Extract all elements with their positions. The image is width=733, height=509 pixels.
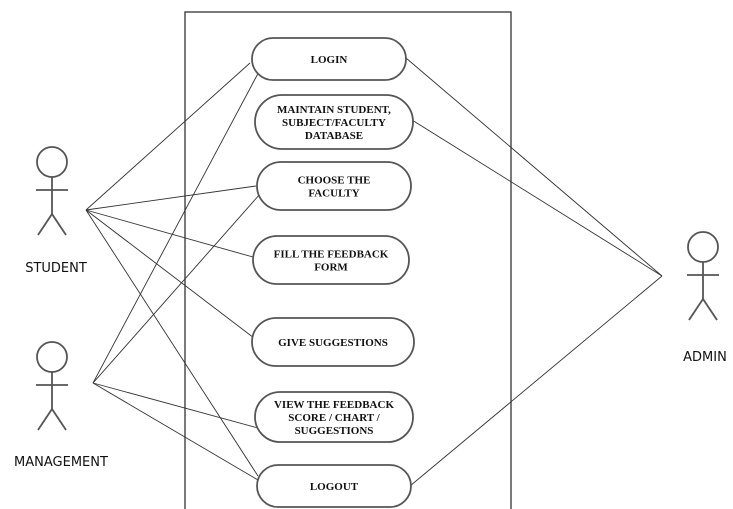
actor-right-leg-icon: [702, 298, 718, 321]
use-case-label: DATABASE: [305, 130, 363, 142]
use-case-oval: [256, 464, 412, 508]
association-line-management-view: [92, 382, 259, 429]
actor-head-icon: [687, 231, 719, 263]
use-case-oval: [254, 391, 414, 443]
associations: [85, 57, 663, 487]
association-line-admin-logout: [409, 275, 663, 487]
use-case-label: SUBJECT/FACULTY: [282, 117, 386, 129]
use-case-oval: [251, 37, 407, 81]
use-case-label: FACULTY: [308, 188, 359, 200]
actor-right-leg-icon: [51, 408, 67, 431]
actor-left-leg-icon: [37, 213, 53, 236]
actor-label: ADMIN: [683, 350, 727, 365]
association-line-admin-login: [405, 57, 663, 277]
use-case-label: FILL THE FEEDBACK: [274, 249, 389, 261]
association-line-management-logout: [92, 382, 259, 481]
actor-label: MANAGEMENT: [14, 455, 108, 470]
use-case-oval: [251, 317, 415, 367]
actors: STUDENT MANAGEMENT ADMIN: [14, 146, 727, 470]
association-line-student-fill: [85, 209, 261, 260]
actor-head-icon: [36, 146, 68, 178]
actor-head-icon: [36, 341, 68, 373]
use-case-suggest: GIVE SUGGESTIONS: [251, 317, 415, 367]
use-case-label: SUGGESTIONS: [295, 425, 374, 437]
association-line-admin-maintain: [411, 119, 663, 277]
association-line-management-choose: [92, 193, 261, 384]
actor-management: MANAGEMENT: [14, 341, 108, 470]
use-case-oval: [256, 161, 412, 211]
use-cases: LOGIN MAINTAIN STUDENT,SUBJECT/FACULTYDAT…: [251, 37, 415, 508]
use-case-logout: LOGOUT: [256, 464, 412, 508]
use-case-oval: [254, 94, 414, 150]
use-case-login: LOGIN: [251, 37, 407, 81]
use-case-label: GIVE SUGGESTIONS: [278, 337, 388, 349]
association-line-student-suggest: [85, 209, 255, 339]
use-case-label: VIEW THE FEEDBACK: [274, 399, 394, 411]
use-case-label: LOGOUT: [310, 481, 359, 493]
actor-student: STUDENT: [25, 146, 87, 276]
actor-left-leg-icon: [688, 298, 704, 321]
use-case-oval: [252, 235, 410, 285]
use-case-label: CHOOSE THE: [298, 175, 371, 187]
use-case-label: FORM: [314, 262, 348, 274]
actor-admin: ADMIN: [683, 231, 727, 365]
system-boundary: [184, 11, 512, 509]
actor-right-leg-icon: [51, 213, 67, 236]
use-case-label: LOGIN: [311, 54, 348, 66]
actor-left-leg-icon: [37, 408, 53, 431]
association-line-student-choose: [85, 185, 257, 211]
actor-label: STUDENT: [25, 261, 87, 276]
association-line-student-login: [85, 62, 251, 211]
use-case-label: MAINTAIN STUDENT,: [277, 104, 391, 116]
use-case-label: SCORE / CHART /: [288, 412, 380, 424]
association-line-management-login: [92, 65, 263, 384]
association-line-student-logout: [85, 209, 259, 477]
